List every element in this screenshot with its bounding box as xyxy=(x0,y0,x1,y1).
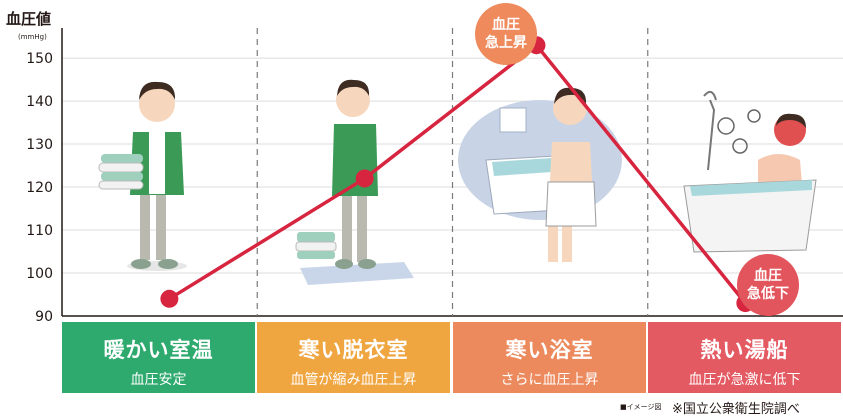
category-subtitle: 血管が縮み血圧上昇 xyxy=(290,372,417,388)
annotation-text: 血圧 xyxy=(492,17,520,33)
category-box-2: 寒い脱衣室血管が縮み血圧上昇 xyxy=(257,322,450,393)
category-title: 寒い脱衣室 xyxy=(298,338,409,362)
y-tick-label-90: 90 xyxy=(35,309,53,325)
annotation-bubble-1: 血圧急上昇 xyxy=(475,3,537,65)
category-box-3: 寒い浴室さらに血圧上昇 xyxy=(453,322,646,393)
data-point-2 xyxy=(355,169,374,188)
category-subtitle: 血圧安定 xyxy=(130,372,187,388)
category-subtitle: 血圧が急激に低下 xyxy=(688,372,801,388)
scene-warm-room-illustration xyxy=(98,81,187,271)
y-tick-label-100: 100 xyxy=(26,266,53,282)
annotation-text: 急低下 xyxy=(747,286,789,302)
scene-cold-bathroom-illustration xyxy=(458,87,622,262)
y-tick-label-140: 140 xyxy=(26,94,53,110)
series-line xyxy=(168,43,747,305)
annotation-bubble-2: 血圧急低下 xyxy=(737,254,799,316)
scene-hot-bathtub-illustration xyxy=(683,90,817,253)
illustration-layer xyxy=(98,79,817,285)
category-title: 熱い湯船 xyxy=(700,338,789,362)
y-tick-label-110: 110 xyxy=(26,223,53,239)
series-layer xyxy=(160,36,755,313)
y-tick-label-120: 120 xyxy=(26,180,53,196)
annotation-text: 血圧 xyxy=(754,268,782,284)
image-note: ■イメージ図 xyxy=(620,403,662,411)
grid-layer: 90 100 110 120 130 140 150 xyxy=(26,28,843,325)
annotation-text: 急上昇 xyxy=(485,35,527,51)
y-axis-unit: (mmHg) xyxy=(18,33,47,41)
data-point-1 xyxy=(160,289,179,308)
category-subtitle: さらに血圧上昇 xyxy=(500,372,599,388)
category-title: 寒い浴室 xyxy=(505,338,594,362)
category-box-1: 暖かい室温血圧安定 xyxy=(62,322,255,393)
y-axis-title: 血圧値 xyxy=(6,10,52,28)
y-tick-label-150: 150 xyxy=(26,51,53,67)
source-note: ※国立公衆衛生院調べ xyxy=(672,402,800,417)
category-title: 暖かい室温 xyxy=(103,338,214,362)
y-tick-label-130: 130 xyxy=(26,137,53,153)
category-box-4: 熱い湯船血圧が急激に低下 xyxy=(648,322,841,393)
